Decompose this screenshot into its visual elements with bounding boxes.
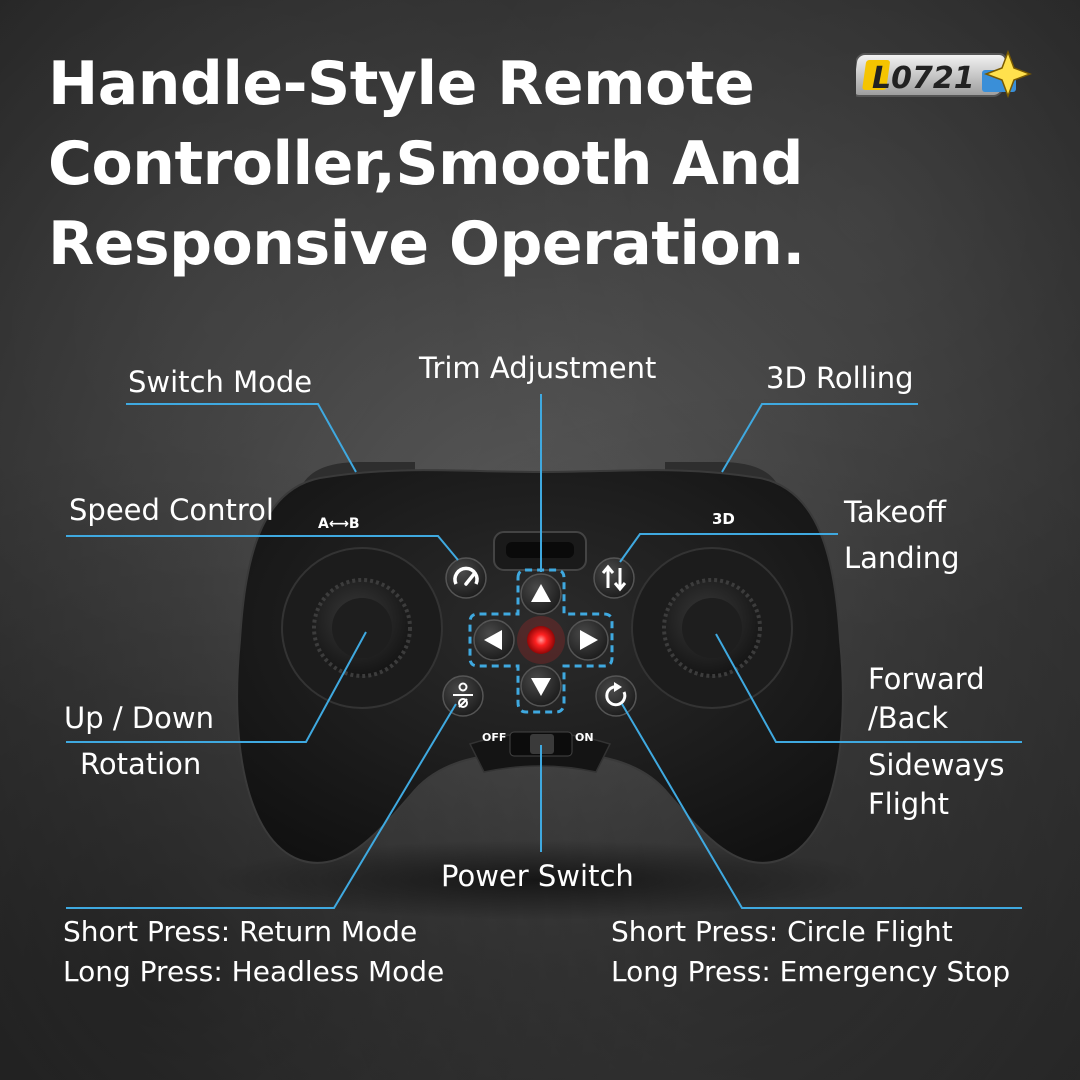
- callout-forward-back: [715, 633, 1022, 743]
- brand-logo: L0721: [856, 49, 1032, 99]
- arrow-right-icon: [580, 630, 598, 650]
- headline-line-1: Handle-Style Remote: [48, 49, 755, 119]
- callout-up-down: [66, 631, 367, 743]
- label-circle-short: Short Press: Circle Flight: [611, 915, 953, 948]
- headless-icon: [458, 698, 468, 708]
- switch-off-marking: OFF: [482, 731, 506, 744]
- label-3d-rolling: 3D Rolling: [766, 361, 914, 395]
- callout-takeoff: [619, 533, 838, 563]
- arrow-down-icon: [531, 678, 551, 696]
- takeoff-landing-button: [593, 557, 635, 599]
- switch-on-marking: ON: [575, 731, 594, 744]
- mode-marking: A⟷B: [318, 516, 360, 532]
- label-sideways: Sideways: [868, 748, 1005, 782]
- power-switch-slider: [530, 734, 554, 754]
- label-circle-long: Long Press: Emergency Stop: [611, 955, 1011, 988]
- label-switch-mode: Switch Mode: [128, 365, 313, 399]
- label-return-long: Long Press: Headless Mode: [63, 955, 445, 988]
- headline-line-3: Responsive Operation.: [48, 209, 805, 279]
- dpad-outline: [468, 568, 614, 714]
- 3d-marking: 3D: [712, 510, 735, 528]
- rotate-icon: [605, 685, 627, 707]
- label-trim-adjustment: Trim Adjustment: [419, 351, 657, 385]
- label-return-short: Short Press: Return Mode: [63, 915, 418, 948]
- speed-button: [445, 557, 487, 599]
- callout-return: [66, 703, 457, 909]
- callout-lines: [66, 394, 1022, 909]
- location-pin-icon: [458, 682, 468, 692]
- right-joystick-cap: [682, 598, 742, 658]
- left-joystick-cap: [332, 598, 392, 658]
- up-down-arrows-icon: [601, 564, 615, 588]
- controller-shadow: [210, 840, 870, 920]
- callout-circle: [621, 703, 1022, 909]
- dpad-left-button: [473, 619, 515, 661]
- label-power-switch: Power Switch: [441, 859, 634, 893]
- dpad-right-button: [567, 619, 609, 661]
- callout-3d-rolling: [721, 403, 918, 473]
- arrow-left-icon: [484, 630, 502, 650]
- headline-line-2: Controller,Smooth And: [48, 129, 803, 199]
- label-forward: Forward: [868, 662, 985, 696]
- sparkle-icon: [983, 49, 1032, 99]
- label-flight: Flight: [868, 787, 949, 821]
- label-landing: Landing: [844, 541, 960, 575]
- headline: Handle-Style Remote Controller,Smooth An…: [48, 44, 808, 284]
- callout-switch-mode: [126, 403, 357, 473]
- led-glow: [517, 616, 565, 664]
- label-speed-control: Speed Control: [69, 493, 274, 527]
- return-headless-button: [442, 675, 484, 717]
- status-led: [527, 626, 555, 654]
- logo-text: L0721: [872, 61, 975, 96]
- arrow-up-icon: [531, 584, 551, 602]
- circle-flight-button: [595, 675, 637, 717]
- dpad-up-button: [520, 573, 562, 615]
- label-up-down: Up / Down: [64, 701, 215, 735]
- label-back: /Back: [868, 701, 949, 735]
- speedometer-icon: [453, 566, 479, 585]
- dpad-down-button: [520, 665, 562, 707]
- label-takeoff: Takeoff: [844, 495, 947, 529]
- callout-speed: [66, 535, 459, 561]
- label-rotation: Rotation: [80, 747, 202, 781]
